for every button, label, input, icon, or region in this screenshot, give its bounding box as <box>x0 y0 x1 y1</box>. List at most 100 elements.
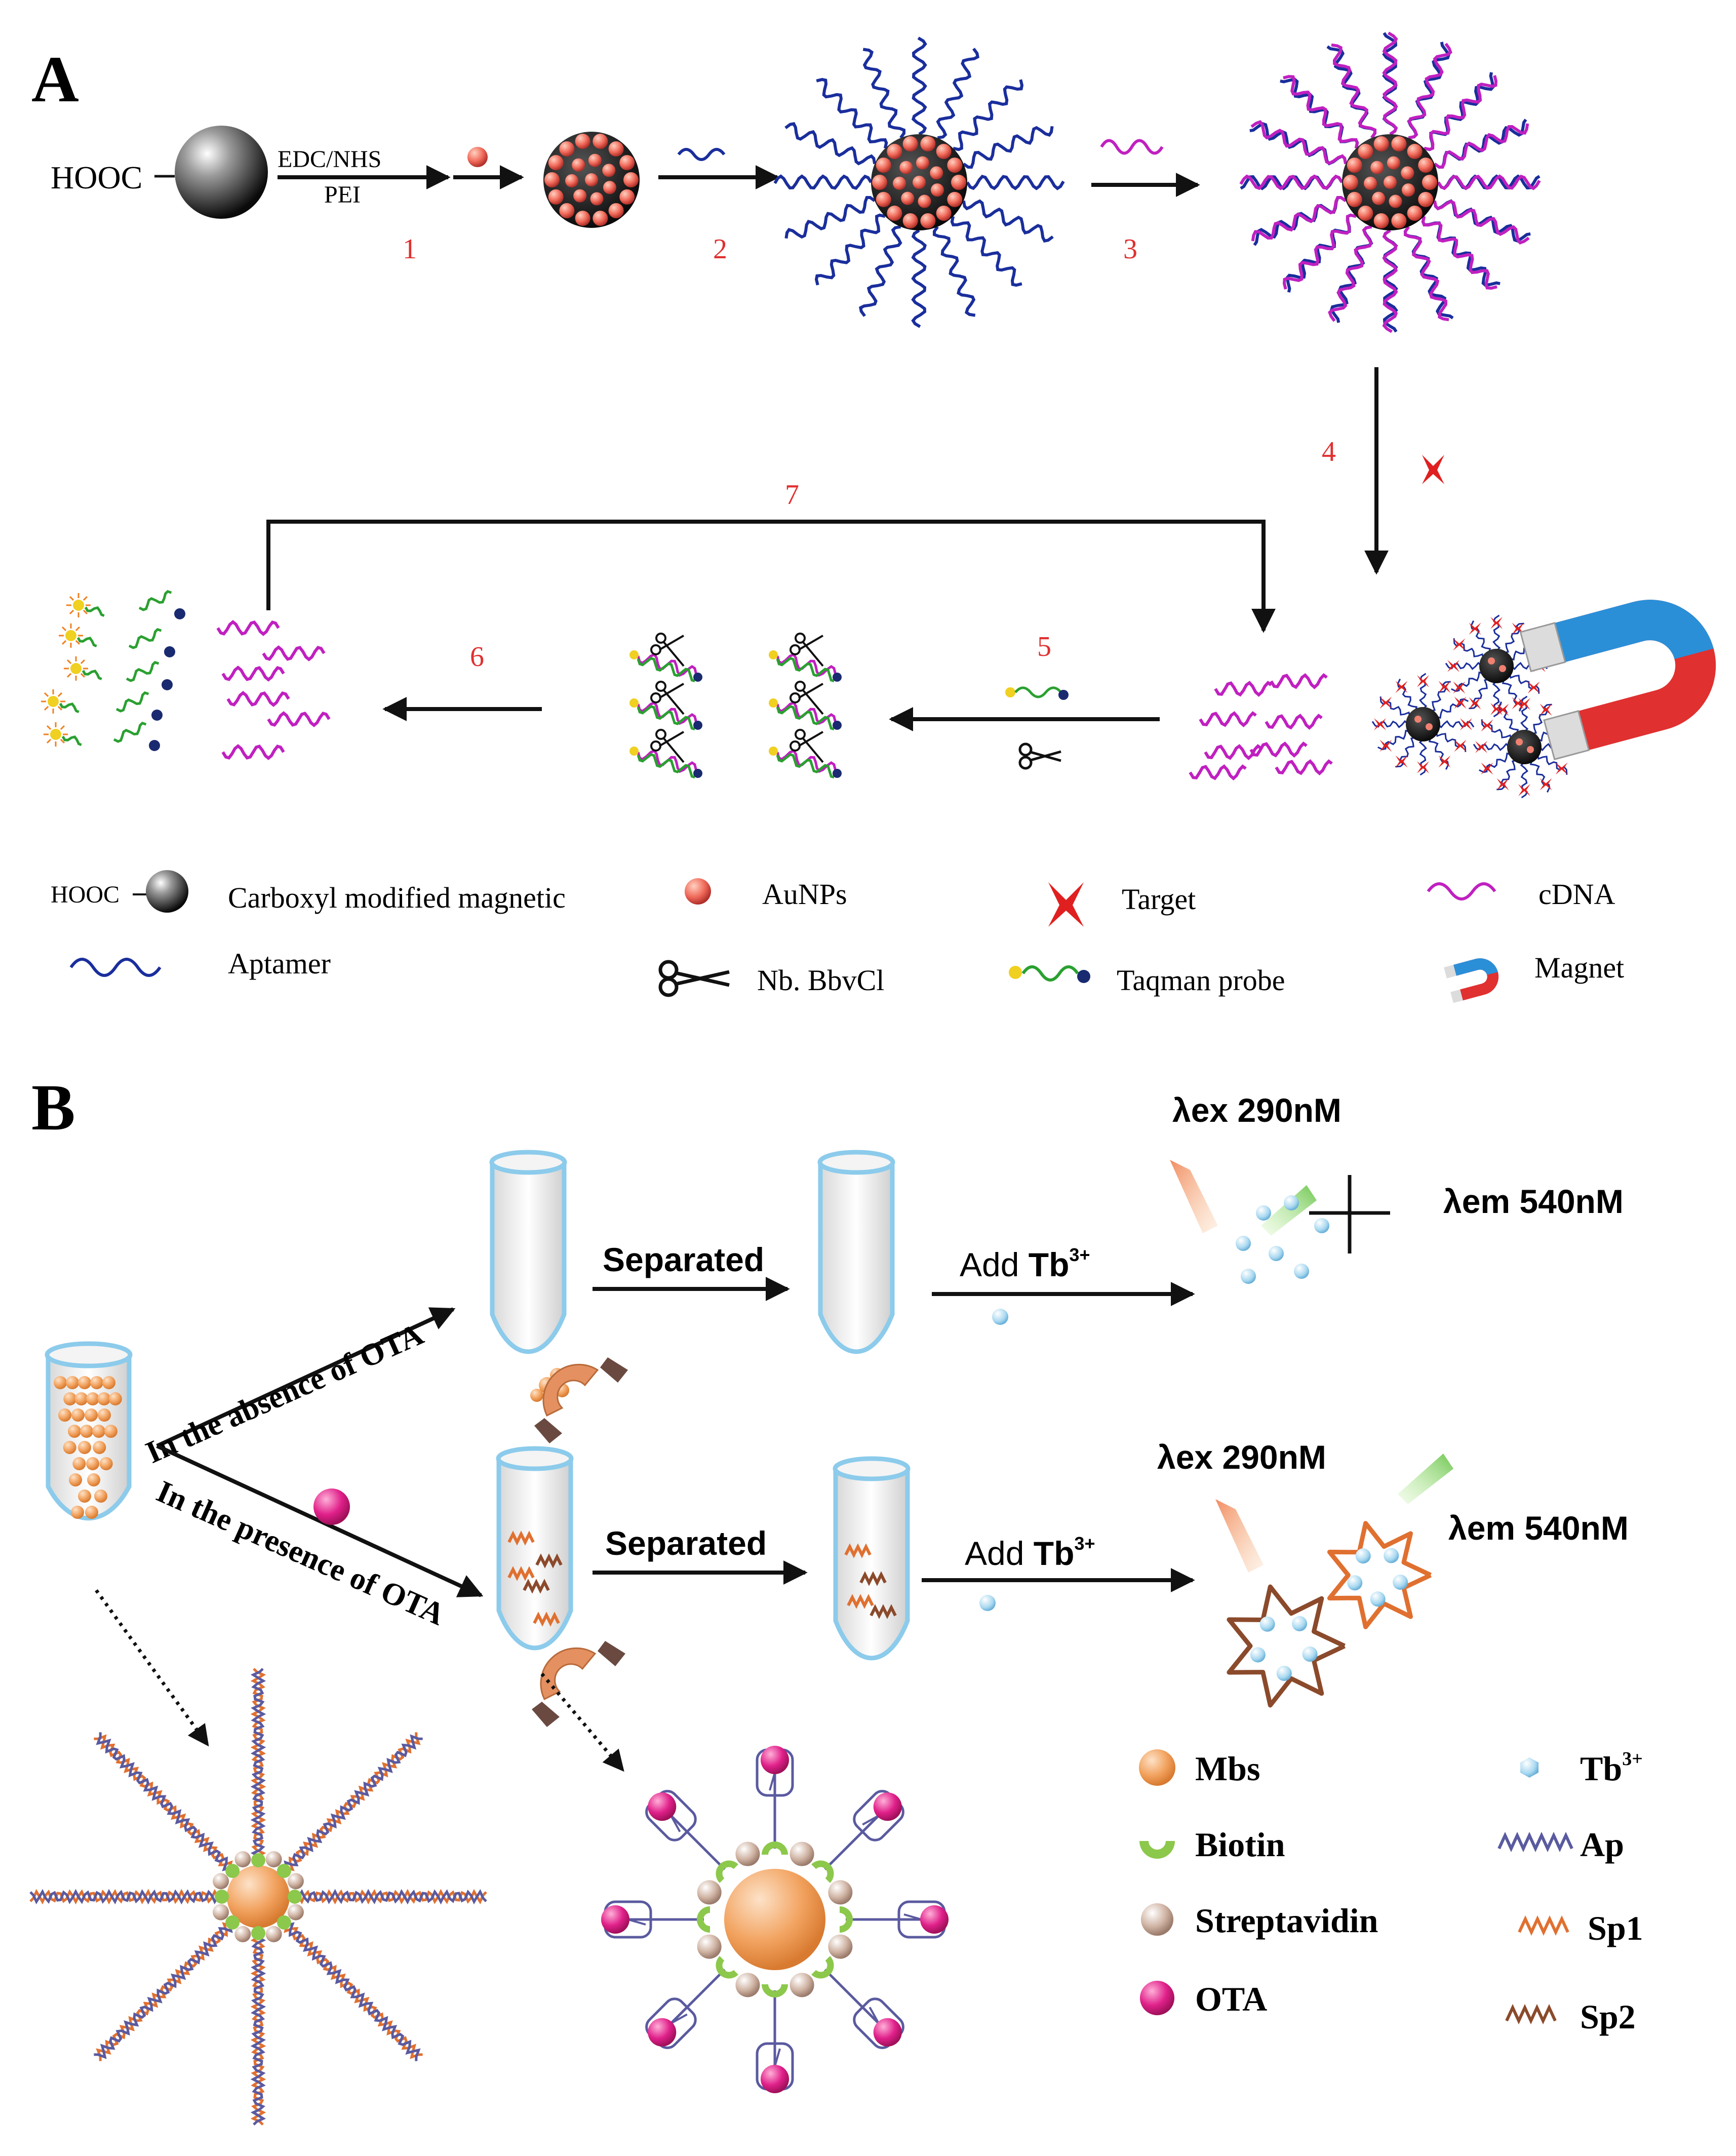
aunp-dot <box>876 158 891 173</box>
tube-presence-magnet <box>496 1446 625 1727</box>
biotin <box>811 1860 834 1883</box>
aunp-dot <box>1384 176 1397 189</box>
aptamer-strand <box>963 126 1054 169</box>
target-star <box>1453 681 1466 694</box>
cdna-strand <box>226 691 290 707</box>
released-cdna <box>1189 673 1333 781</box>
tb-ion <box>1276 1665 1292 1681</box>
fluorophore <box>629 698 639 708</box>
sp-tb-complexes <box>1227 1521 1432 1708</box>
quencher <box>833 769 842 778</box>
legend-magnetic-label: Carboxyl modified magnetic <box>228 881 566 914</box>
target-star <box>1496 703 1509 716</box>
mbs-particle <box>66 1376 79 1389</box>
legend-target-icon <box>1048 882 1084 927</box>
aptamer-strand <box>1473 742 1510 751</box>
aunp-dot <box>1387 156 1400 170</box>
mbs-particle <box>78 1441 91 1454</box>
mbs-particles <box>54 1376 122 1519</box>
sp1-strand <box>533 1612 560 1627</box>
arrow-absence <box>156 1307 456 1448</box>
quencher <box>693 673 702 682</box>
aptamer-bead <box>773 36 1065 328</box>
biotin <box>225 1915 240 1930</box>
cdna-strand <box>262 645 326 661</box>
fluor-ray <box>83 609 88 615</box>
sp1-strand <box>507 1531 535 1546</box>
scissors-loop <box>790 644 801 655</box>
aptamer-strand <box>784 122 877 166</box>
streptavidin <box>697 1934 722 1959</box>
legend-ap-label: Ap <box>1580 1825 1624 1864</box>
biotin <box>716 1956 738 1979</box>
hybrid-strand <box>1250 120 1348 165</box>
legend-ota-label: OTA <box>1195 1980 1267 2018</box>
fluor-ray <box>75 626 81 632</box>
aunp-dot <box>951 175 966 190</box>
aptamer-strand <box>862 48 905 139</box>
streptavidin <box>735 1841 760 1866</box>
lambda-em-top: λem 540nM <box>1443 1183 1624 1220</box>
aunp-dot <box>1418 191 1434 207</box>
aptamer-strand <box>966 174 1065 190</box>
legend-aptamer-label: Aptamer <box>228 947 331 980</box>
legend-biotin-icon <box>1139 1841 1175 1859</box>
add-tb-bottom-label: Add Tb3+ <box>965 1533 1095 1572</box>
tb-ion <box>1284 1195 1299 1210</box>
mbs-duplex-assembly <box>29 1668 487 2126</box>
hybrid-strand <box>1382 229 1398 333</box>
aunp-dot <box>1347 158 1362 173</box>
aunp-dot <box>573 189 587 203</box>
taqman-strand <box>637 705 695 731</box>
small-magnet-icon-2 <box>540 1647 597 1701</box>
step-1: 1 <box>403 233 417 265</box>
scissors-loop <box>650 644 661 655</box>
fluor-ray <box>83 596 88 601</box>
aunp-dot <box>593 211 608 226</box>
sp2-strand <box>870 1604 897 1619</box>
ap-strand <box>250 1668 266 1858</box>
aunp-dot <box>1488 657 1495 664</box>
hybrid-bead <box>1239 31 1541 333</box>
ota-molecule <box>648 1792 677 1821</box>
tb-ion <box>1393 1574 1408 1590</box>
cdna-strand <box>1189 764 1247 781</box>
target-star <box>1518 698 1530 710</box>
target-star <box>1454 696 1467 709</box>
legend-scissors-icon <box>658 960 730 997</box>
mbs-particle <box>74 1392 88 1405</box>
hybrid-strand <box>1424 75 1498 151</box>
sp2-strand <box>859 1571 887 1586</box>
cdna-strand <box>1214 681 1272 697</box>
aunp-dot <box>887 205 902 221</box>
streptavidin <box>213 1904 229 1920</box>
fluorophore <box>769 698 778 708</box>
scissors-blade <box>798 683 824 715</box>
tube-presence-result <box>833 1456 911 1661</box>
mbs-particle <box>85 1506 98 1519</box>
sp2-strand <box>523 1579 550 1594</box>
ap-linker <box>824 1815 880 1870</box>
fluor-ray <box>46 738 52 744</box>
aptamer-reagent <box>677 148 726 161</box>
aunp-dot <box>1373 213 1389 229</box>
aunp-dot <box>936 205 952 221</box>
legend-tb-label: Tb3+ <box>1580 1748 1643 1788</box>
quencher <box>174 608 185 619</box>
aptamer-strand <box>1498 701 1519 734</box>
mbs-particle <box>93 1441 106 1454</box>
aunp-dot <box>1407 205 1423 221</box>
streptavidin <box>234 1926 251 1942</box>
magnetic-bead <box>1406 707 1440 741</box>
biotin <box>251 1853 265 1867</box>
hybrid-strand <box>1251 195 1347 242</box>
mbs-particle <box>71 1408 85 1422</box>
fluor-ray <box>60 738 65 744</box>
target-star <box>1379 696 1392 709</box>
aunp-dot <box>1407 144 1423 160</box>
tb-ion <box>1292 1616 1308 1631</box>
fluorophore <box>73 600 84 611</box>
target-star <box>1379 739 1392 752</box>
mbs-particle <box>102 1376 115 1389</box>
aunp-dot <box>936 144 952 160</box>
